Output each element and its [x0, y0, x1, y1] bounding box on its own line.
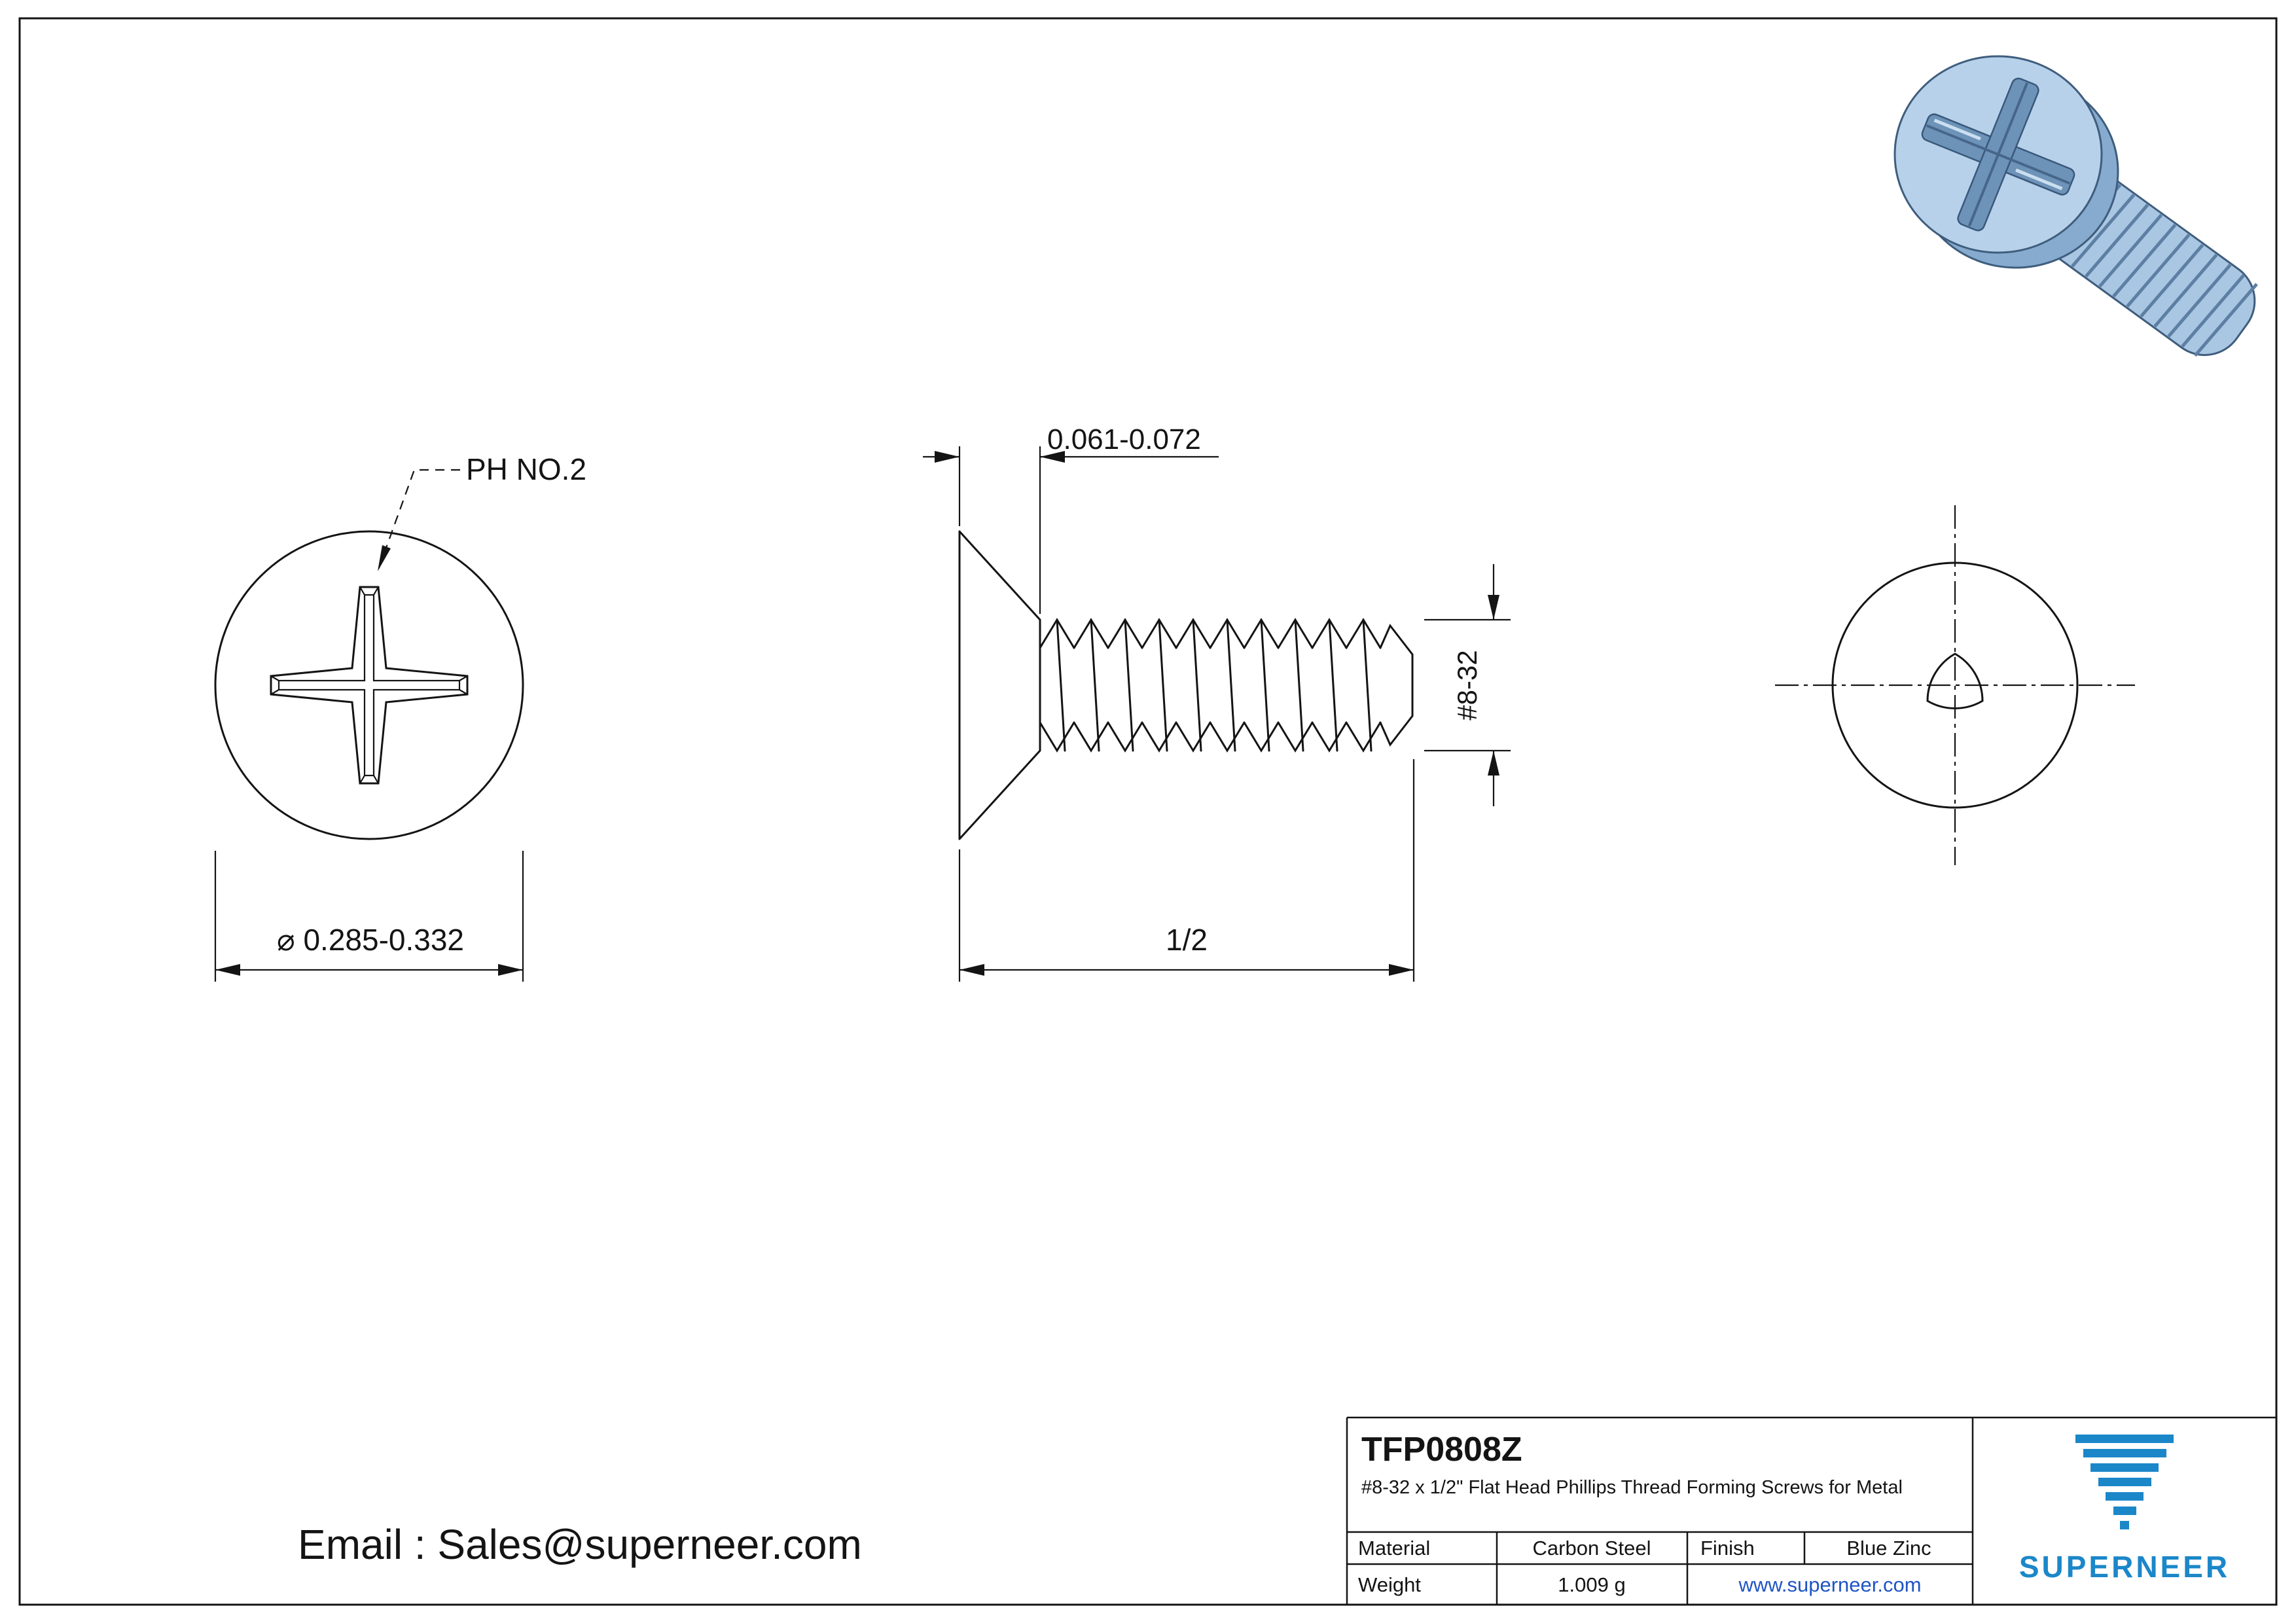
- length-arrow-left: [960, 964, 984, 976]
- finish-label: Finish: [1700, 1537, 1755, 1560]
- sheet-border: [18, 17, 2278, 1606]
- head-height-extension-lines: [958, 446, 1041, 614]
- recess-leader-line: [376, 469, 460, 572]
- recess-label: PH NO.2: [466, 452, 586, 486]
- brand-logo-icon: [2075, 1435, 2174, 1529]
- title-block: TFP0808Z #8-32 x 1/2" Flat Head Phillips…: [1346, 1416, 2276, 1605]
- head-height-arrow-left: [935, 451, 960, 463]
- thread-size-arrow-top: [1488, 595, 1499, 620]
- thread-size-dim: #8-32: [1452, 650, 1482, 720]
- email-text: Email : Sales@superneer.com: [298, 1521, 862, 1568]
- phillips-cross-inner: [278, 594, 461, 777]
- brand-name: SUPERNEER: [2019, 1550, 2230, 1584]
- front-view: PH NO.2 ⌀ 0.285-0.332: [214, 452, 586, 982]
- screw-3d-illustration: [1893, 55, 2270, 370]
- head-diameter-dim: ⌀ 0.285-0.332: [277, 923, 464, 957]
- front-view-head-outline: [214, 530, 524, 840]
- head-height-arrow-right: [1040, 451, 1065, 463]
- diameter-arrow-left: [215, 964, 240, 976]
- side-view-head: [958, 530, 1041, 840]
- length-arrow-right: [1389, 964, 1414, 976]
- side-view-threads: [1039, 618, 1382, 752]
- diameter-extension-lines: [214, 851, 524, 982]
- thread-size-arrow-bottom: [1488, 751, 1499, 776]
- part-description: #8-32 x 1/2" Flat Head Phillips Thread F…: [1361, 1477, 1903, 1498]
- end-view: [1775, 505, 2135, 865]
- thread-size-extension-lines: [1424, 618, 1511, 752]
- trilobe-shape: [1926, 652, 1984, 709]
- material-value: Carbon Steel: [1533, 1537, 1651, 1560]
- part-number: TFP0808Z: [1361, 1431, 1522, 1469]
- screw-3d-phillips-recess: [1921, 77, 2075, 232]
- length-extension-lines: [958, 759, 1415, 982]
- head-height-dim: 0.061-0.072: [1047, 423, 1201, 455]
- finish-value: Blue Zinc: [1846, 1537, 1931, 1560]
- diameter-arrow-right: [498, 964, 523, 976]
- phillips-cross-outer: [270, 586, 469, 785]
- material-label: Material: [1358, 1537, 1430, 1560]
- weight-label: Weight: [1358, 1573, 1421, 1596]
- end-view-outline: [1831, 562, 2079, 809]
- length-dim: 1/2: [1166, 923, 1208, 957]
- side-view: 0.061-0.072 1/2 #8-32: [923, 423, 1511, 982]
- title-block-grid: [1346, 1416, 2276, 1605]
- phillips-cross-chamfers: [270, 586, 468, 784]
- website-link[interactable]: www.superneer.com: [1738, 1573, 1921, 1596]
- side-view-tip: [1379, 624, 1414, 747]
- recess-leader-arrow: [378, 545, 391, 571]
- weight-value: 1.009 g: [1558, 1573, 1625, 1596]
